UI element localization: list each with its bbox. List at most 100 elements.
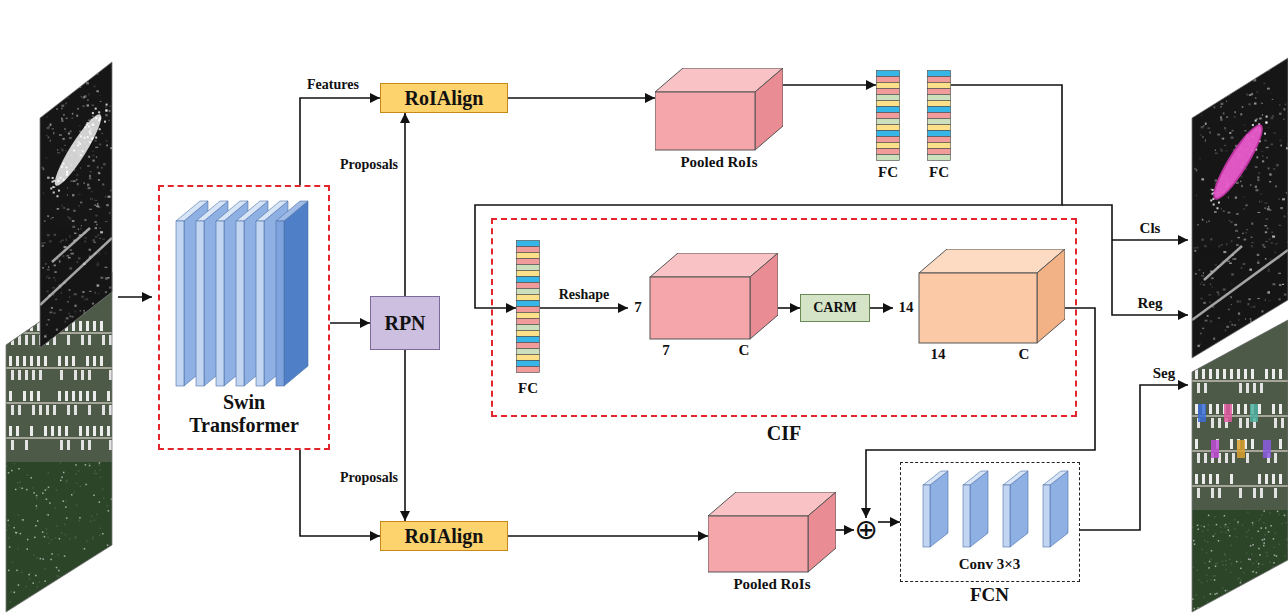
drawing-part [58, 554, 60, 556]
drawing-part [1231, 563, 1233, 565]
drawing-part [1202, 136, 1204, 138]
layer-slab [923, 471, 948, 547]
drawing-part [58, 356, 61, 366]
drawing-part [1276, 579, 1278, 581]
drawing-part [1234, 519, 1236, 521]
drawing-part [53, 294, 54, 295]
drawing-part [1281, 523, 1283, 525]
drawing-part [1286, 147, 1288, 149]
drawing-part [70, 249, 72, 251]
drawing-part [1284, 345, 1287, 347]
drawing-part [1215, 563, 1217, 565]
drawing-part [1231, 304, 1232, 305]
drawing-part [1240, 181, 1241, 183]
drawing-part [1244, 239, 1247, 241]
drawing-part [1273, 283, 1276, 285]
drawing-part [1214, 211, 1217, 212]
drawing-part [44, 426, 47, 436]
drawing-part [1223, 112, 1225, 114]
drawing-part [1280, 145, 1282, 147]
drawing-part [1254, 102, 1256, 104]
drawing-part [72, 220, 75, 222]
drawing-part [75, 464, 77, 466]
drawing-part [1197, 570, 1199, 572]
drawing-part [1231, 545, 1233, 547]
drawing-part [89, 465, 91, 467]
drawing-part [1201, 549, 1203, 551]
drawing-part [88, 120, 90, 122]
drawing-part [1246, 229, 1247, 230]
drawing-part [72, 113, 73, 115]
drawing-part [1212, 189, 1214, 191]
drawing-part [76, 174, 78, 176]
dimension-label: C [736, 342, 752, 359]
drawing-part [1273, 562, 1275, 564]
drawing-part [1230, 369, 1233, 379]
drawing-part [103, 300, 105, 302]
drawing-part [47, 234, 50, 236]
drawing-part [99, 238, 101, 239]
drawing-part [18, 370, 21, 380]
drawing-part [1269, 300, 1271, 301]
drawing-part [62, 500, 64, 502]
drawing-part [1209, 474, 1212, 484]
drawing-part [1251, 603, 1253, 605]
dimension-label: 7 [628, 299, 648, 316]
drawing-part [1208, 515, 1210, 517]
drawing-part [86, 122, 88, 124]
drawing-part [1284, 215, 1285, 216]
drawing-part [96, 514, 98, 516]
drawing-part [12, 561, 14, 563]
drawing-part [11, 591, 13, 593]
drawing-part [93, 536, 95, 538]
drawing-part [61, 105, 64, 107]
drawing-part [44, 580, 46, 582]
drawing-part [45, 489, 47, 491]
drawing-part [70, 253, 71, 254]
drawing-part [69, 575, 71, 577]
drawing-part [1226, 116, 1228, 118]
drawing-part [28, 574, 30, 576]
drawing-part [8, 472, 10, 474]
drawing-part [94, 571, 96, 573]
drawing-part [53, 132, 54, 134]
drawing-part [1220, 149, 1222, 151]
drawing-part [1224, 611, 1226, 613]
drawing-part [1194, 247, 1196, 248]
drawing-part [1231, 284, 1232, 286]
drawing-part [1260, 488, 1263, 498]
drawing-part [1208, 612, 1210, 614]
drawing-part [1287, 538, 1288, 540]
drawing-part [1264, 538, 1266, 540]
drawing-part [93, 239, 95, 241]
drawing-part [94, 204, 96, 205]
drawing-part [1275, 243, 1278, 244]
drawing-part [1265, 534, 1267, 536]
drawing-part [1244, 404, 1247, 414]
drawing-part [1204, 453, 1207, 463]
drawing-part [25, 335, 28, 345]
drawing-part [14, 592, 16, 594]
node-label: FC [506, 380, 550, 397]
drawing-part [65, 150, 68, 152]
drawing-part [1272, 235, 1275, 237]
drawing-part [1227, 81, 1229, 83]
drawing-part [1223, 369, 1226, 379]
drawing-part [1194, 168, 1196, 170]
drawing-part [1255, 66, 1257, 68]
vector-cell [928, 107, 951, 113]
drawing-part [1265, 369, 1268, 379]
drawing-part [1210, 320, 1213, 322]
drawing-part [1225, 590, 1227, 592]
drawing-part [1282, 284, 1284, 285]
drawing-part [97, 293, 99, 294]
drawing-part [1279, 612, 1281, 614]
drawing-part [1224, 72, 1226, 73]
drawing-part [73, 150, 75, 152]
drawing-part [90, 520, 92, 522]
drawing-part [1272, 115, 1274, 117]
drawing-part [104, 121, 106, 123]
drawing-part [106, 106, 107, 108]
drawing-part [1215, 99, 1217, 100]
drawing-part [100, 528, 102, 530]
